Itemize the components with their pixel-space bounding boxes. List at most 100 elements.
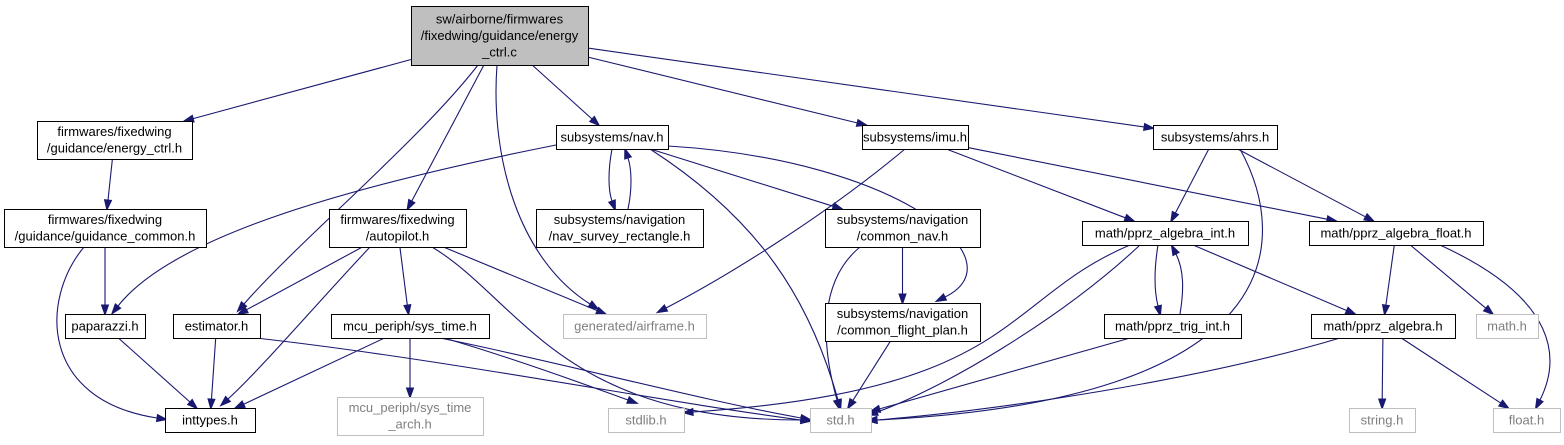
node-box	[536, 209, 704, 248]
node-layer: sw/airborne/firmwares/fixedwing/guidance…	[4, 6, 1561, 436]
arrowhead-pprz_algebra_float_h-to-pprz_algebra_h	[1381, 304, 1391, 317]
arrowhead-imu_h-to-airframe_h	[655, 304, 669, 314]
edge-pprz_algebra_int_h-to-pprz_algebra_h	[1192, 244, 1347, 312]
node-label-line: math/pprz_trig_int.h	[1115, 318, 1230, 333]
node-box	[65, 314, 146, 339]
arrowhead-nav_h-to-paparazzi_h	[110, 302, 122, 316]
edge-nav_h-to-common_nav_h	[650, 148, 834, 207]
node-label-line: subsystems/nav.h	[560, 129, 663, 144]
edge-nav_h-to-nav_survey_h	[608, 148, 613, 202]
edge-root-to-airframe_h	[495, 64, 591, 305]
node-label-line: paparazzi.h	[71, 318, 138, 333]
node-label-line: sw/airborne/firmwares	[436, 11, 564, 26]
node-label-line: /autopilot.h	[366, 229, 430, 244]
arrowhead-pprz_algebra_h-to-string_h	[1378, 398, 1387, 411]
arrowhead-root-to-airframe_h	[587, 300, 600, 311]
edge-pprz_algebra_int_h-to-std_h	[876, 244, 1141, 413]
node-nav-survey-h[interactable]: subsystems/navigation/nav_survey_rectang…	[536, 209, 704, 248]
arrowhead-sys_time_h-to-std_h	[799, 413, 813, 423]
arrowhead-autopilot_h-to-inttypes_h	[219, 395, 232, 407]
node-nav-h[interactable]: subsystems/nav.h	[556, 125, 669, 150]
edge-pprz_algebra_int_h-to-stdlib_h	[692, 244, 1131, 413]
node-label-line: string.h	[1361, 412, 1404, 427]
node-label-line: /common_flight_plan.h	[837, 323, 968, 338]
node-paparazzi-h[interactable]: paparazzi.h	[65, 314, 146, 339]
node-pprz-algebra-h[interactable]: math/pprz_algebra.h	[1311, 314, 1456, 339]
edge-guidance_common_h-to-inttypes_h	[56, 246, 158, 419]
arrowhead-sys_time_h-to-sys_time_arch_h	[405, 387, 415, 400]
arrowhead-pprz_algebra_int_h-to-pprz_trig_int_h	[1153, 304, 1162, 318]
edge-pprz_algebra_float_h-to-float_h	[1439, 244, 1551, 401]
arrowhead-pprz_trig_int_h-to-pprz_algebra_int_h	[1170, 243, 1180, 257]
node-stdlib-h: stdlib.h	[608, 408, 685, 433]
node-imu-h[interactable]: subsystems/imu.h	[862, 125, 969, 150]
arrowhead-ahrs_h-to-pprz_algebra_float_h	[1363, 212, 1376, 223]
arrowhead-estimator_h-to-inttypes_h	[207, 398, 216, 411]
edge-imu_h-to-airframe_h	[665, 148, 906, 309]
arrowhead-paparazzi_h-to-inttypes_h	[186, 398, 199, 410]
edge-ahrs_h-to-pprz_algebra_int_h	[1174, 148, 1210, 214]
node-label-line: /guidance/energy_ctrl.h	[47, 141, 182, 156]
node-pprz-algebra-float-h[interactable]: math/pprz_algebra_float.h	[1309, 221, 1484, 246]
node-pprz-trig-int-h[interactable]: math/pprz_trig_int.h	[1104, 314, 1242, 339]
edge-sys_time_h-to-inttypes_h	[243, 337, 385, 405]
node-autopilot-h[interactable]: firmwares/fixedwing/autopilot.h	[329, 209, 467, 248]
node-energy-ctrl-h[interactable]: firmwares/fixedwing/guidance/energy_ctrl…	[37, 121, 193, 160]
node-box	[173, 314, 261, 339]
node-label-line: mcu_periph/sys_time.h	[343, 318, 477, 333]
node-common-nav-h[interactable]: subsystems/navigation/common_nav.h	[825, 209, 981, 248]
edge-pprz_algebra_h-to-std_h	[876, 337, 1341, 421]
node-box	[37, 121, 193, 160]
edge-imu_h-to-pprz_algebra_int_h	[946, 148, 1126, 219]
edge-pprz_algebra_int_h-to-pprz_trig_int_h	[1154, 244, 1159, 307]
node-label-line: firmwares/fixedwing	[48, 212, 162, 227]
edge-common_flight_plan_h-to-std_h	[852, 340, 891, 401]
node-label-line: subsystems/imu.h	[863, 129, 967, 144]
arrowhead-imu_h-to-pprz_algebra_int_h	[1123, 213, 1137, 222]
node-label-line: math/pprz_algebra.h	[1323, 318, 1442, 333]
edge-pprz_algebra_h-to-string_h	[1381, 337, 1384, 400]
node-label-line: firmwares/fixedwing	[57, 124, 171, 139]
node-label-line: math.h	[1487, 318, 1527, 333]
node-box	[337, 397, 484, 436]
edge-layer	[56, 47, 1551, 425]
node-label-line: stdlib.h	[625, 412, 666, 427]
node-label-line: subsystems/navigation	[554, 212, 686, 227]
edge-autopilot_h-to-sys_time_h	[399, 246, 408, 306]
arrowhead-root-to-estimator_h	[236, 300, 248, 313]
edge-root-to-ahrs_h	[587, 47, 1145, 128]
node-label-line: /fixedwing/guidance/energy	[421, 28, 579, 43]
node-common-flight-plan-h[interactable]: subsystems/navigation/common_flight_plan…	[825, 303, 981, 342]
node-label-line: math/pprz_algebra_float.h	[1320, 225, 1471, 240]
arrowhead-pprz_algebra_float_h-to-float_h	[1534, 397, 1544, 411]
edge-sys_time_h-to-stdlib_h	[443, 337, 629, 401]
edge-energy_ctrl_h-to-guidance_common_h	[107, 158, 113, 201]
node-estimator-h[interactable]: estimator.h	[173, 314, 261, 339]
node-ahrs-h[interactable]: subsystems/ahrs.h	[1153, 125, 1278, 150]
node-box	[4, 209, 207, 248]
node-label-line: subsystems/navigation	[837, 212, 969, 227]
arrowhead-sys_time_h-to-inttypes_h	[233, 400, 246, 410]
arrowhead-guidance_common_h-to-inttypes_h	[155, 413, 169, 423]
edge-imu_h-to-pprz_algebra_float_h	[967, 147, 1328, 220]
arrowhead-pprz_trig_int_h-to-std_h	[868, 404, 882, 413]
edge-ahrs_h-to-std_h	[876, 148, 1264, 421]
node-box	[1349, 408, 1416, 433]
node-guidance-common-h[interactable]: firmwares/fixedwing/guidance/guidance_co…	[4, 209, 207, 248]
node-inttypes-h[interactable]: inttypes.h	[165, 408, 256, 433]
edge-root-to-nav_h	[531, 64, 593, 120]
node-pprz-algebra-int-h[interactable]: math/pprz_algebra_int.h	[1082, 221, 1249, 246]
edge-sys_time_h-to-std_h	[439, 337, 802, 419]
node-label-line: estimator.h	[185, 318, 249, 333]
edge-root-to-estimator_h	[243, 64, 479, 305]
node-box	[825, 209, 981, 248]
node-box	[1311, 314, 1456, 339]
edge-pprz_algebra_float_h-to-math_h	[1409, 244, 1487, 309]
node-sys-time-h[interactable]: mcu_periph/sys_time.h	[331, 314, 490, 339]
edge-ahrs_h-to-pprz_algebra_float_h	[1237, 148, 1366, 218]
node-label-line: /common_nav.h	[857, 229, 949, 244]
edge-paparazzi_h-to-inttypes_h	[118, 337, 191, 403]
edge-pprz_algebra_float_h-to-pprz_algebra_h	[1385, 244, 1395, 306]
node-label-line: subsystems/ahrs.h	[1161, 129, 1269, 144]
